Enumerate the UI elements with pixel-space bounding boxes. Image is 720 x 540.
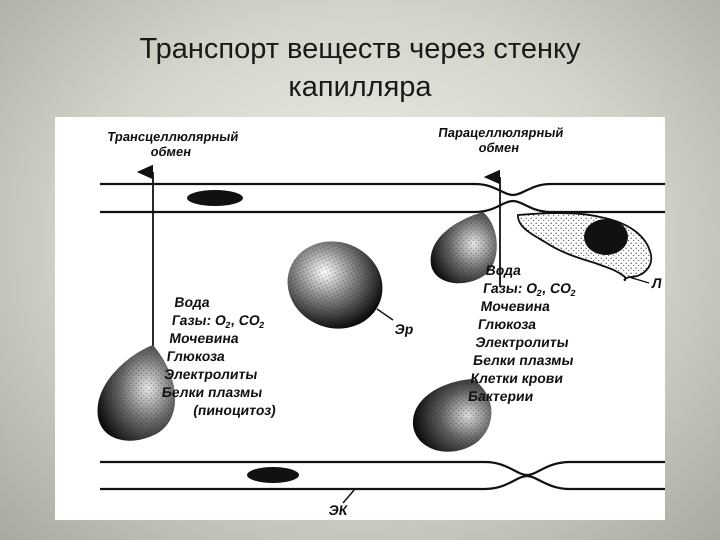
endothelium-pointer	[342, 488, 356, 504]
right-list-gases: Газы: O2, CO2	[482, 280, 577, 298]
leukocyte	[517, 212, 653, 284]
left-list-electrolytes: Электролиты	[163, 366, 259, 382]
top-endothelial-nucleus	[187, 190, 243, 206]
endothelium-label: ЭК	[327, 502, 349, 518]
left-list-urea: Мочевина	[168, 330, 240, 346]
right-list-electrolytes: Электролиты	[474, 334, 570, 350]
right-list-glucose: Глюкоза	[477, 316, 538, 332]
left-blood-cell	[97, 345, 176, 441]
diagram-drawing	[97, 164, 665, 504]
transcellular-substance-list: Вода Газы: O2, CO2 Мочевина Глюкоза Элек…	[158, 293, 292, 419]
right-list-plasma-proteins: Белки плазмы	[472, 352, 575, 368]
left-list-plasma-proteins: Белки плазмы	[160, 384, 264, 400]
paracellular-header-line1: Парацеллюлярный	[437, 125, 565, 140]
left-list-glucose: Глюкоза	[165, 348, 226, 364]
left-list-pinocytosis: (пиноцитоз)	[192, 402, 278, 418]
paracellular-header-line2: обмен	[477, 140, 521, 155]
paracellular-substance-list: Вода Газы: O2, CO2 Мочевина Глюкоза Элек…	[467, 261, 588, 405]
slide-title: Транспорт веществ через стенку капилляра	[0, 30, 720, 106]
upper-right-blood-cell	[430, 212, 497, 284]
erythrocyte	[287, 241, 394, 329]
leukocyte-nucleus	[584, 219, 628, 255]
transcellular-header-line1: Трансцеллюлярный	[106, 129, 240, 144]
erythrocyte-label: Эр	[393, 321, 415, 337]
bottom-endothelium	[100, 460, 665, 491]
left-list-gases: Газы: O2, CO2	[170, 312, 265, 330]
left-list-water: Вода	[173, 294, 211, 310]
capillary-wall-diagram: Трансцеллюлярный обмен Парацеллюлярный о…	[55, 117, 665, 520]
right-list-urea: Мочевина	[479, 298, 552, 314]
transcellular-header: Трансцеллюлярный обмен	[65, 129, 279, 159]
transcellular-header-line2: обмен	[149, 144, 193, 159]
right-list-water: Вода	[484, 262, 523, 278]
paracellular-header: Парацеллюлярный обмен	[403, 125, 597, 155]
slide-title-line-1: Транспорт веществ через стенку	[139, 33, 581, 65]
bottom-endothelial-nucleus	[247, 467, 299, 483]
right-list-blood-cells: Клетки крови	[469, 370, 565, 386]
slide-title-line-2: капилляра	[288, 71, 432, 103]
lower-right-blood-cell	[412, 379, 492, 452]
right-list-bacteria: Бактерии	[467, 388, 535, 404]
top-endothelium	[100, 182, 665, 214]
